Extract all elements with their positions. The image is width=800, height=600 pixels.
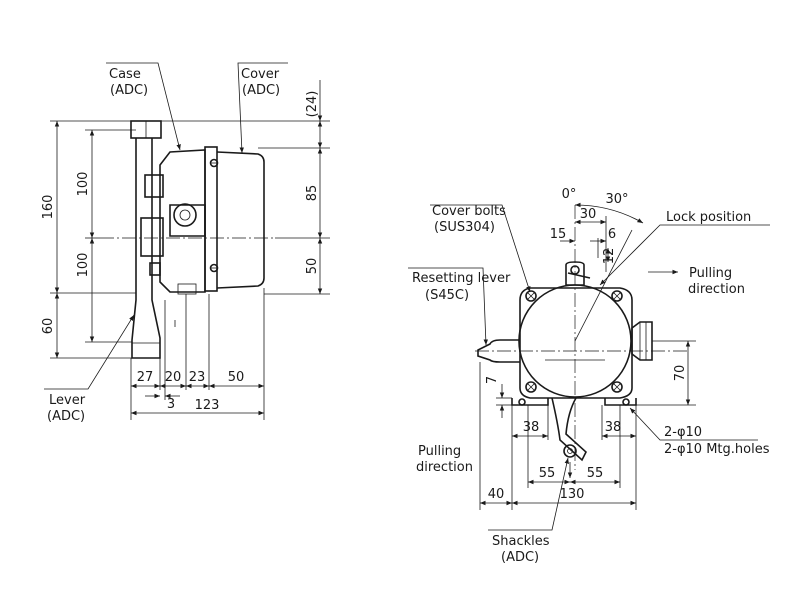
shaft-circle xyxy=(173,203,197,227)
label-cover-bolts-material: (SUS304) xyxy=(434,220,495,235)
label-cover-material: (ADC) xyxy=(242,83,280,98)
dim-70: 70 xyxy=(673,365,688,382)
label-pulling-left-2: direction xyxy=(416,460,473,475)
dim-55-left: 55 xyxy=(539,466,556,481)
lever-body xyxy=(131,138,161,359)
label-pulling-right-1: Pulling xyxy=(689,266,732,281)
cover-bolt-tr xyxy=(611,290,623,302)
dim-7: 7 xyxy=(485,376,500,384)
label-holes-1: 2-φ10 xyxy=(664,425,702,440)
dim-55-right: 55 xyxy=(587,466,604,481)
dim-50-width: 50 xyxy=(228,370,245,385)
leader-holes xyxy=(629,407,758,441)
cover-bolt-br xyxy=(611,381,623,393)
leader-cover xyxy=(237,62,288,154)
label-pulling-left-1: Pulling xyxy=(418,444,461,459)
case-flange xyxy=(204,146,218,292)
dim-20: 20 xyxy=(165,370,182,385)
dim-6: 6 xyxy=(608,227,616,242)
label-resetting-lever: Resetting lever xyxy=(412,271,511,286)
dim-40: 40 xyxy=(488,487,505,502)
label-resetting-lever-material: (S45C) xyxy=(425,288,469,303)
cover-bolt-bl xyxy=(525,381,537,393)
dim-130: 130 xyxy=(560,487,585,502)
leader-lock-position xyxy=(599,224,770,286)
dim-15: 15 xyxy=(550,227,567,242)
label-case: Case xyxy=(109,67,141,82)
dim-angle-30: 30° xyxy=(605,192,628,207)
shackle xyxy=(551,397,587,462)
leader-case xyxy=(106,62,181,151)
label-shackles: Shackles xyxy=(492,534,550,549)
cover-bolt-tl xyxy=(525,290,537,302)
case-body xyxy=(159,149,206,293)
dim-123: 123 xyxy=(195,398,220,413)
dim-50: 50 xyxy=(305,258,320,275)
label-holes-2: 2-φ10 Mtg.holes xyxy=(664,442,770,457)
dim-60: 60 xyxy=(41,318,56,335)
dim-85: 85 xyxy=(305,185,320,202)
dim-angle-0: 0° xyxy=(562,187,577,202)
label-case-material: (ADC) xyxy=(110,83,148,98)
dim-38-left: 38 xyxy=(523,420,540,435)
side-view: (24) 85 50 160 60 100 100 27 20 23 50 3 … xyxy=(41,62,330,424)
cable-gland xyxy=(631,321,653,361)
leader-cover-bolts xyxy=(430,204,531,293)
label-lever-material: (ADC) xyxy=(47,409,85,424)
dim-38-right: 38 xyxy=(605,420,622,435)
dim-12: 12 xyxy=(602,248,617,265)
leader-lever xyxy=(44,314,135,390)
dim-100-lower: 100 xyxy=(76,253,91,278)
dim-3: 3 xyxy=(167,397,175,412)
cover-body xyxy=(216,151,265,289)
label-cover-bolts: Cover bolts xyxy=(432,204,506,219)
base-feet xyxy=(511,398,637,406)
label-pulling-right-2: direction xyxy=(688,282,745,297)
label-shackles-material: (ADC) xyxy=(501,550,539,565)
dim-27: 27 xyxy=(137,370,154,385)
dim-top-ref: (24) xyxy=(305,91,320,118)
front-view: 0° 30° 30 15 6 12 Pulling direction Lock… xyxy=(408,187,770,565)
resetting-lever xyxy=(477,339,520,363)
label-lock-position: Lock position xyxy=(666,210,751,225)
dim-23: 23 xyxy=(189,370,206,385)
label-cover: Cover xyxy=(241,67,280,82)
dim-30: 30 xyxy=(580,207,597,222)
dim-160: 160 xyxy=(41,195,56,220)
dim-100-upper: 100 xyxy=(76,172,91,197)
leader-resetting-lever xyxy=(408,267,489,346)
label-lever: Lever xyxy=(49,393,86,408)
leader-shackles xyxy=(488,457,569,531)
